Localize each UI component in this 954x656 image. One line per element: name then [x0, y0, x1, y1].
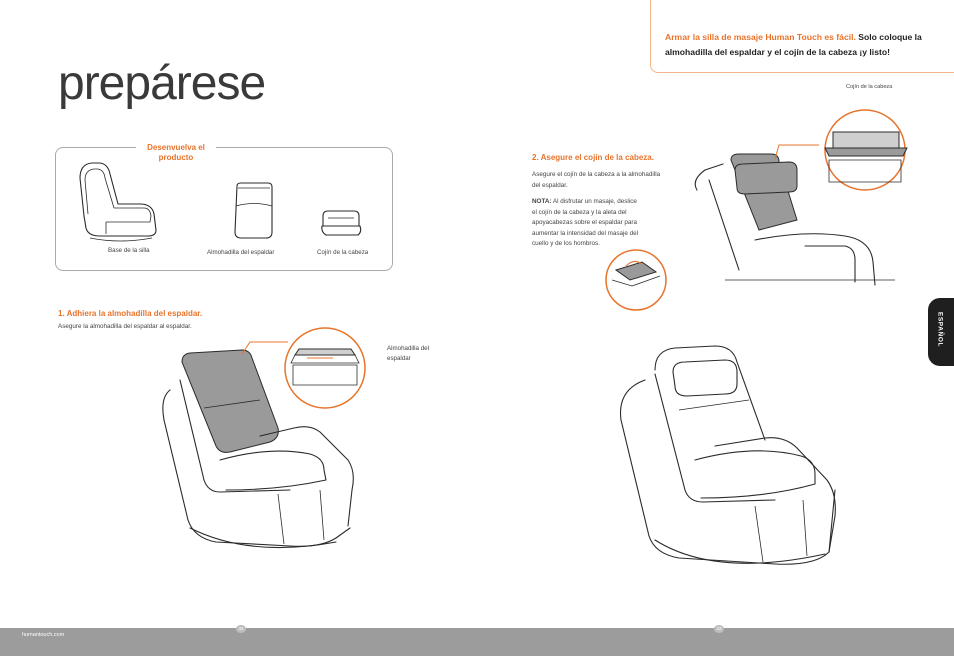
- head-pillow-illustration: [321, 210, 362, 236]
- step1-callout: Almohadilla del espaldar: [387, 344, 429, 364]
- step1-zoom-circle: [284, 327, 366, 409]
- unwrap-item-head-label: Cojín de la cabeza: [317, 249, 369, 256]
- finished-chair-illustration: [619, 345, 836, 565]
- step1-callout-line1: Almohadilla del: [387, 345, 429, 352]
- step2-note: NOTA: Al disfrutar un masaje, deslice el…: [532, 197, 682, 250]
- unwrap-title: Desenvuelva el producto: [136, 143, 216, 163]
- step2-title: 2. Asegure el cojín de la cabeza.: [532, 153, 654, 162]
- language-tab-label: ESPAÑOL: [936, 311, 944, 348]
- unwrap-item-base-label: Base de la silla: [108, 247, 150, 254]
- intro-callout-box: [650, 0, 954, 73]
- language-tab: [928, 298, 954, 366]
- step2-chair-illustration: [694, 153, 895, 286]
- step1-leader-line: [241, 341, 288, 355]
- intro-highlight: Armar la silla de masaje Human Touch es …: [665, 32, 856, 42]
- step2-note-zoom-circle: [605, 249, 667, 311]
- backrest-pad-illustration: [234, 182, 273, 239]
- footer-site: humantouch.com: [22, 632, 65, 638]
- step1-title: 1. Adhiera la almohadilla del espaldar.: [58, 309, 203, 318]
- page-title: prepárese: [58, 57, 266, 110]
- step2-text-line1: Asegure el cojín de la cabeza a la almoh…: [532, 171, 661, 178]
- step2-leader-line: [774, 144, 819, 160]
- step2-note-line0: Al disfrutar un masaje, deslice: [552, 198, 637, 205]
- chair-base-illustration: [79, 162, 157, 242]
- step2-note-line3: aumentar la intensidad del masaje del: [532, 229, 639, 237]
- step2-text-line2: del espaldar.: [532, 181, 568, 189]
- step2-zoom-circle: [824, 109, 908, 191]
- footer-bar: [0, 628, 954, 656]
- step1-text: Asegure la almohadilla del espaldar al e…: [58, 323, 192, 330]
- step2-note-line2: apoyacabezas sobre el espaldar para: [532, 219, 638, 226]
- unwrap-item-backrest-label: Almohadilla del espaldar: [207, 249, 275, 256]
- intro-rest: Solo coloque la almohadilla del espaldar…: [665, 32, 922, 57]
- page-number-left: 32: [236, 625, 246, 633]
- step1-chair-illustration: [162, 349, 354, 549]
- step2-callout: Cojín de la cabeza: [846, 84, 893, 90]
- step2-text: Asegure el cojín de la cabeza a la almoh…: [532, 170, 682, 191]
- step1-callout-line2: espaldar: [387, 355, 411, 362]
- step2-note-label: NOTA:: [532, 198, 552, 205]
- step2-note-line4: cuello y de los hombros.: [532, 240, 600, 247]
- unwrap-panel: [55, 147, 393, 271]
- page-number-right: 33: [714, 625, 724, 633]
- step2-note-line1: el cojín de la cabeza y la aleta del: [532, 208, 627, 216]
- intro-text: Armar la silla de masaje Human Touch es …: [665, 30, 947, 59]
